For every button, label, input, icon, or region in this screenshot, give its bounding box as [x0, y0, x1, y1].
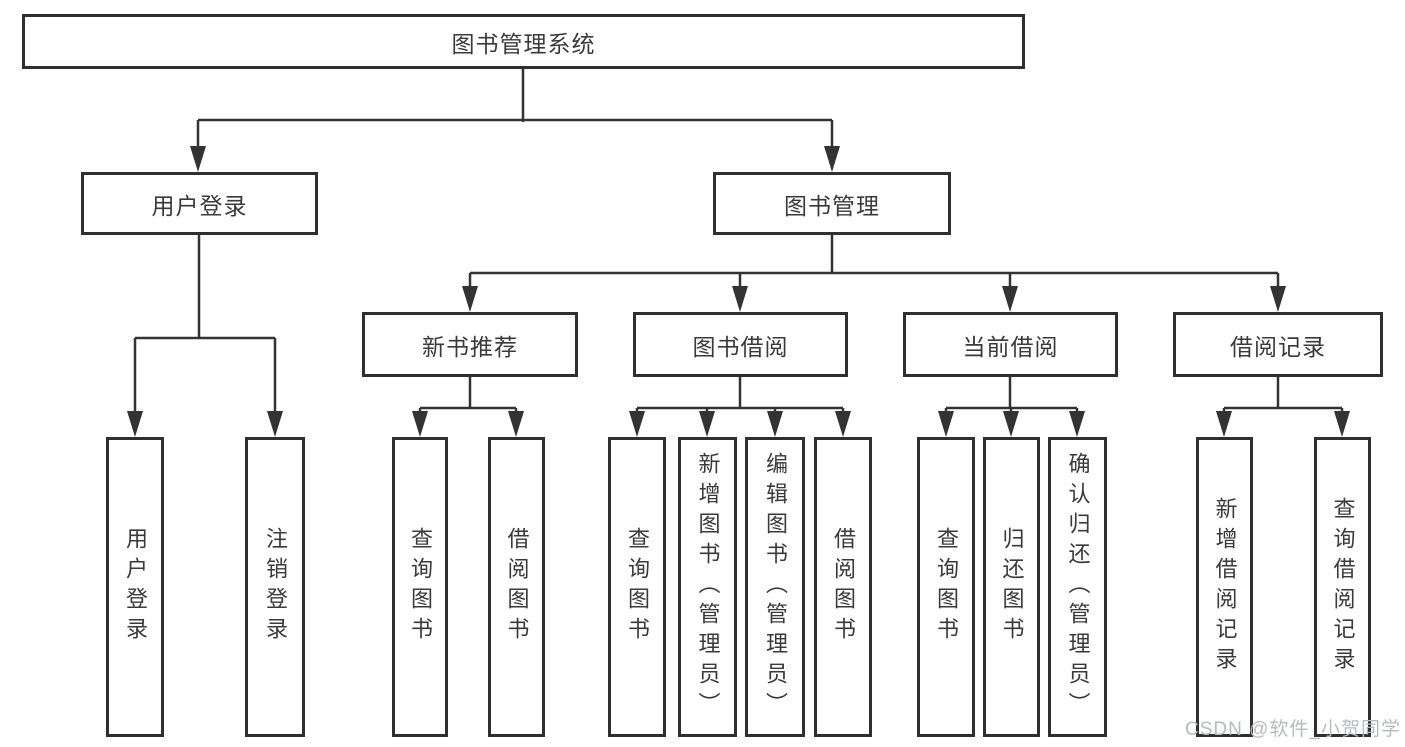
leaf-node-query-books-recommend: 查询图书	[392, 437, 448, 737]
leaf-node-add-books-admin: 新增图书（管理员）	[678, 437, 737, 737]
leaf-node-query-books-borrow: 查询图书	[608, 437, 666, 737]
leaf-node-edit-books-admin: 编辑图书（管理员）	[745, 437, 805, 737]
level3-node-book-borrow: 图书借阅	[633, 312, 848, 377]
leaf-node-confirm-return-admin: 确认归还（管理员）	[1048, 437, 1107, 737]
level2-node-user-login: 用户登录	[81, 172, 318, 235]
leaf-node-borrow-books: 借阅图书	[814, 437, 872, 737]
level3-node-borrow-record: 借阅记录	[1173, 312, 1383, 377]
level3-node-current-borrow: 当前借阅	[903, 312, 1118, 377]
csdn-watermark: CSDN @软件_小贺同学	[1185, 719, 1401, 740]
level3-node-new-book-recommend: 新书推荐	[362, 312, 578, 377]
leaf-node-query-borrow-record: 查询借阅记录	[1314, 437, 1371, 737]
level2-node-book-management: 图书管理	[713, 172, 951, 235]
leaf-node-user-login: 用户登录	[106, 437, 164, 737]
leaf-node-return-books: 归还图书	[983, 437, 1040, 737]
leaf-node-add-borrow-record: 新增借阅记录	[1196, 437, 1253, 737]
leaf-node-borrow-books-recommend: 借阅图书	[488, 437, 545, 737]
leaf-node-query-books-current: 查询图书	[917, 437, 975, 737]
root-node-library-management-system: 图书管理系统	[22, 14, 1025, 69]
leaf-node-logout: 注销登录	[245, 437, 305, 737]
